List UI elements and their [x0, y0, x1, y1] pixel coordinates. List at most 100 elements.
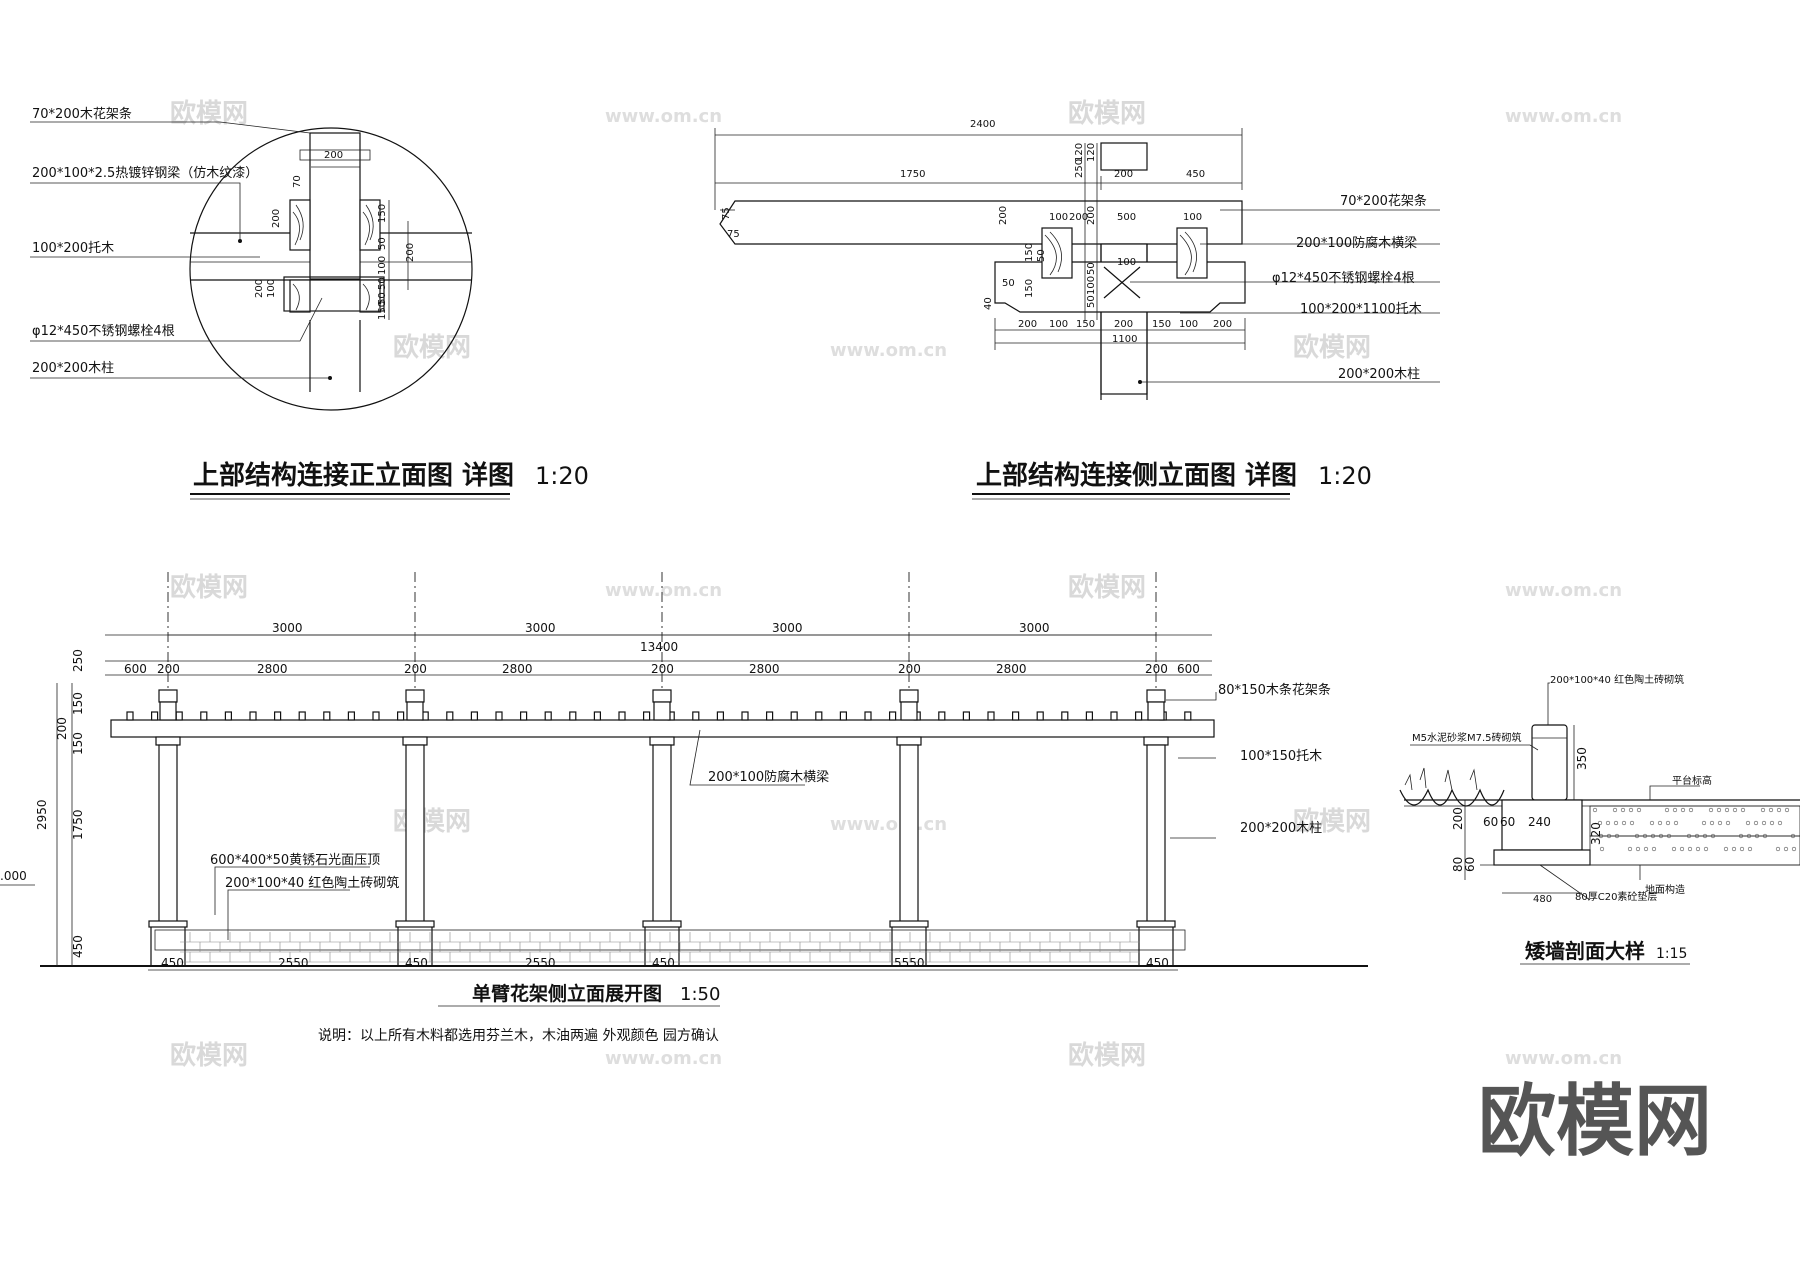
gravel-dot — [1592, 807, 1598, 813]
rafter-end — [495, 711, 503, 721]
post-shaft — [405, 744, 425, 926]
gravel-dot — [1724, 807, 1730, 813]
gravel-dot — [1612, 807, 1618, 813]
dim-label: 2800 — [257, 662, 288, 676]
gravel-dot — [1775, 846, 1781, 852]
bracket — [649, 736, 675, 746]
dim-label: 100 — [377, 256, 388, 275]
watermark-text: 欧模网 — [393, 332, 471, 363]
callout-label: 70*200木花架条 — [32, 106, 132, 122]
dim-label: 5550 — [894, 956, 925, 970]
rafter-end — [741, 711, 749, 721]
gravel-dot — [1666, 833, 1672, 839]
gravel-dot — [1636, 807, 1642, 813]
rafter-end — [1184, 711, 1192, 721]
callout-label: φ12*450不锈钢螺栓4根 — [1272, 271, 1415, 286]
front-detail: 200 70 200 150 50 100 50 200 200 100 50 … — [30, 106, 589, 500]
gravel-dot — [1768, 807, 1774, 813]
watermark-text: 欧模网 — [393, 806, 471, 837]
dim-label: 200 — [405, 243, 416, 262]
dim-label: 2800 — [749, 662, 780, 676]
dim-label: 50 — [1036, 249, 1047, 262]
callout-label: 200*100*40 红色陶土砖砌筑 — [1550, 673, 1684, 686]
gravel-dot — [1649, 820, 1655, 826]
callout-label: 70*200花架条 — [1340, 193, 1427, 209]
gravel-dot — [1634, 833, 1640, 839]
dim-label: 500 — [1117, 212, 1136, 223]
dim-label: 240 — [1528, 815, 1551, 829]
dim-label: 13400 — [640, 640, 678, 654]
gravel-dot — [1665, 820, 1671, 826]
rafter-end — [175, 711, 183, 721]
dim-label: 75 — [727, 229, 740, 240]
dim-label: 80 — [1451, 857, 1465, 872]
watermark-url: www.om.cn — [830, 814, 947, 835]
elevation-scale: 1:50 — [680, 984, 720, 1005]
gravel-dot — [1614, 833, 1620, 839]
callout-label: M5水泥砂浆M7.5砖砌筑 — [1412, 731, 1522, 744]
gravel-dot — [1694, 833, 1700, 839]
callout-label: 200*200木柱 — [32, 361, 114, 376]
dim-label: 150 — [377, 204, 388, 223]
dim-label: 50 — [377, 292, 388, 305]
pier-cap — [148, 920, 188, 928]
wall-section: 350 200 60 60 240 320 80 60 480 200*100*… — [1399, 673, 1800, 965]
dim-label: 2550 — [278, 956, 309, 970]
dim-label: 200 — [1086, 206, 1097, 225]
rafter-end — [1036, 711, 1044, 721]
rafter-end — [126, 711, 134, 721]
dim-label: 60 — [1483, 815, 1498, 829]
bracket — [155, 736, 181, 746]
gravel-dot — [1731, 846, 1737, 852]
elevation-note: 说明：以上所有木料都选用芬兰木，木油两遍 外观颜色 园方确认 — [318, 1027, 719, 1044]
gravel-dot — [1598, 833, 1604, 839]
rafter-end — [864, 711, 872, 721]
gravel-dot — [1686, 833, 1692, 839]
gravel-dot — [1739, 846, 1745, 852]
watermark-url: www.om.cn — [1505, 106, 1622, 127]
gravel-dot — [1627, 846, 1633, 852]
rafter-end — [372, 711, 380, 721]
rafter-end — [692, 711, 700, 721]
gravel-dot — [1745, 820, 1751, 826]
dim-label: 100 — [1049, 319, 1068, 330]
rafter-end — [962, 711, 971, 721]
rafter-end — [1110, 711, 1118, 721]
elevation-title: 单臂花架侧立面展开图 — [472, 982, 662, 1005]
dim-label: 1750 — [71, 809, 85, 840]
dim-label: 150 — [1024, 279, 1035, 298]
dim-label: 200 — [1018, 319, 1037, 330]
gravel-dot — [1597, 820, 1603, 826]
watermark-text: 欧模网 — [1068, 98, 1146, 129]
gravel-dot — [1680, 807, 1686, 813]
post-top — [900, 701, 918, 721]
rafter-end — [815, 711, 823, 721]
callout-label: 200*100*40 红色陶土砖砌筑 — [225, 875, 399, 891]
callout-label: 600*400*50黄锈石光面压顶 — [210, 853, 380, 868]
rafter-end — [642, 711, 651, 721]
callout-label: 100*200托木 — [32, 241, 114, 256]
gravel-dot — [1672, 807, 1678, 813]
dim-label: 200 — [898, 662, 921, 676]
gravel-dot — [1613, 820, 1619, 826]
rafter-end — [249, 711, 257, 721]
dim-label: 150 — [1152, 319, 1171, 330]
dim-label: 450 — [1146, 956, 1169, 970]
gravel-dot — [1599, 846, 1605, 852]
post-shaft — [1146, 744, 1166, 926]
rafter-end — [224, 711, 232, 721]
dim-label: 50 — [1086, 262, 1097, 275]
dim-label: 100 — [1049, 212, 1068, 223]
post-shaft — [158, 744, 178, 926]
gravel-dot — [1635, 846, 1641, 852]
rafter-end — [839, 711, 848, 721]
dim-label: 75 — [721, 207, 732, 220]
gravel-dot — [1725, 820, 1731, 826]
dim-label: 3000 — [1019, 621, 1050, 635]
callout-label: 100*200*1100托木 — [1300, 302, 1422, 317]
rafter-end — [765, 711, 774, 721]
post-top — [1147, 701, 1165, 721]
dim-label: 480 — [1533, 894, 1552, 905]
dim-label: 200 — [998, 206, 1009, 225]
